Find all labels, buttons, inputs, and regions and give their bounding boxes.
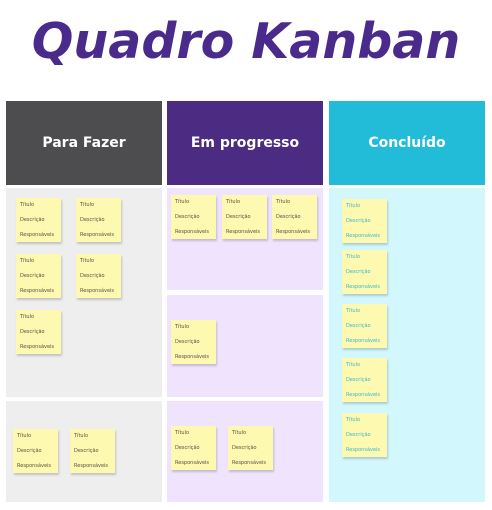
note-owner: Responsáveis: [276, 229, 311, 235]
note-owner: Responsáveis: [20, 344, 55, 350]
note-title: Título: [17, 433, 32, 439]
note-title: Título: [175, 324, 190, 330]
note-description: Descrição: [17, 448, 42, 454]
note-title: Título: [175, 199, 190, 205]
note-owner: Responsáveis: [175, 229, 210, 235]
note-owner: Responsáveis: [20, 232, 55, 238]
note-title: Título: [346, 308, 361, 314]
note-owner: Responsáveis: [232, 460, 267, 466]
note-title: Título: [20, 314, 35, 320]
note-owner: Responsáveis: [346, 447, 381, 453]
note-owner: Responsáveis: [175, 460, 210, 466]
note-title: Título: [20, 258, 35, 264]
note-description: Descrição: [80, 217, 105, 223]
note-description: Descrição: [20, 329, 45, 335]
note-description: Descrição: [346, 218, 371, 224]
note-title: Título: [80, 258, 95, 264]
note-owner: Responsáveis: [20, 288, 55, 294]
note-owner: Responsáveis: [346, 392, 381, 398]
note-description: Descrição: [232, 445, 257, 451]
note-description: Descrição: [80, 273, 105, 279]
note-title: Título: [232, 430, 247, 436]
note-title: Título: [226, 199, 241, 205]
note-description: Descrição: [175, 339, 200, 345]
note-title: Título: [346, 203, 361, 209]
note-description: Descrição: [20, 273, 45, 279]
note-title: Título: [175, 430, 190, 436]
note-owner: Responsáveis: [74, 463, 109, 469]
column-header-in-progress: Em progresso: [167, 101, 323, 185]
note-title: Título: [80, 202, 95, 208]
note-owner: Responsáveis: [175, 354, 210, 360]
note-description: Descrição: [175, 214, 200, 220]
note-description: Descrição: [226, 214, 251, 220]
note-owner: Responsáveis: [80, 232, 115, 238]
note-description: Descrição: [20, 217, 45, 223]
note-title: Título: [276, 199, 291, 205]
note-owner: Responsáveis: [17, 463, 52, 469]
note-description: Descrição: [346, 269, 371, 275]
note-description: Descrição: [346, 432, 371, 438]
note-title: Título: [74, 433, 89, 439]
note-description: Descrição: [74, 448, 99, 454]
note-title: Título: [346, 254, 361, 260]
note-owner: Responsáveis: [226, 229, 261, 235]
board-title: Quadro Kanban: [31, 13, 461, 70]
note-title: Título: [20, 202, 35, 208]
column-header-done: Concluído: [329, 101, 485, 185]
note-description: Descrição: [276, 214, 301, 220]
note-owner: Responsáveis: [80, 288, 115, 294]
note-owner: Responsáveis: [346, 338, 381, 344]
note-title: Título: [346, 362, 361, 368]
note-owner: Responsáveis: [346, 233, 381, 239]
note-description: Descrição: [346, 377, 371, 383]
note-description: Descrição: [346, 323, 371, 329]
note-owner: Responsáveis: [346, 284, 381, 290]
note-description: Descrição: [175, 445, 200, 451]
note-title: Título: [346, 417, 361, 423]
column-header-todo: Para Fazer: [6, 101, 162, 185]
